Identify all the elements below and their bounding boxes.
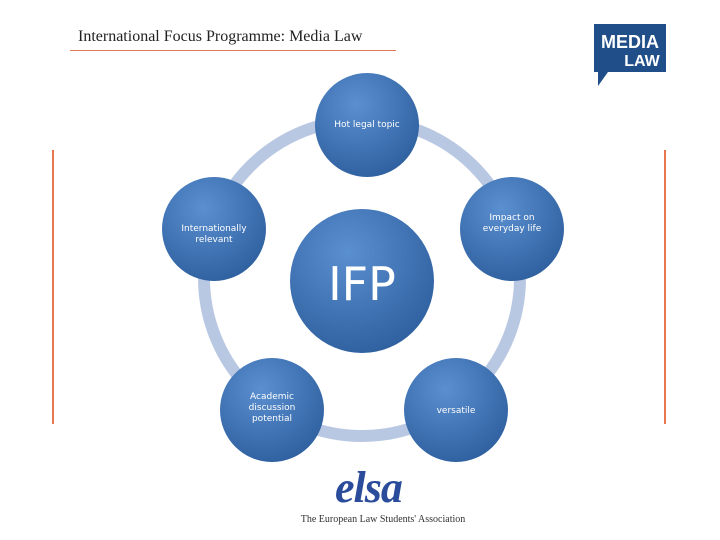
center-circle: [290, 209, 434, 353]
title-underline: [70, 50, 396, 51]
media-logo-line2: LAW: [624, 53, 660, 70]
node-hot-legal-topic: [315, 73, 419, 177]
center-label: IFP: [328, 257, 396, 311]
node-label-versatile: versatile: [408, 406, 504, 417]
media-law-logo: MEDIA LAW: [594, 24, 666, 86]
node-label-impact-everyday-life: Impact on everyday life: [464, 213, 560, 235]
node-label-academic-discussion: Academic discussion potential: [224, 392, 320, 425]
node-internationally-relevant: [162, 177, 266, 281]
node-impact-everyday-life: [460, 177, 564, 281]
node-academic-discussion: [220, 358, 324, 462]
left-accent-bar: [52, 150, 54, 424]
right-accent-bar: [664, 150, 666, 424]
media-logo-line1: MEDIA: [601, 32, 659, 52]
node-label-hot-legal-topic: Hot legal topic: [319, 120, 415, 131]
node-label-line: potential: [251, 414, 293, 424]
node-label-line: discussion: [248, 403, 296, 413]
node-label-line: versatile: [436, 406, 476, 416]
node-label-internationally-relevant: Internationally relevant: [166, 224, 262, 246]
node-label-line: Impact on: [489, 213, 535, 223]
node-label-line: Academic: [250, 392, 294, 402]
node-label-line: relevant: [195, 235, 233, 245]
slide-title: International Focus Programme: Media Law: [78, 28, 363, 45]
node-label-line: everyday life: [482, 224, 542, 234]
node-label-line: Hot legal topic: [334, 120, 400, 130]
elsa-caption: The European Law Students' Association: [300, 514, 466, 525]
node-label-line: Internationally: [181, 224, 247, 234]
node-versatile: [404, 358, 508, 462]
elsa-logo: elsa: [335, 463, 403, 512]
